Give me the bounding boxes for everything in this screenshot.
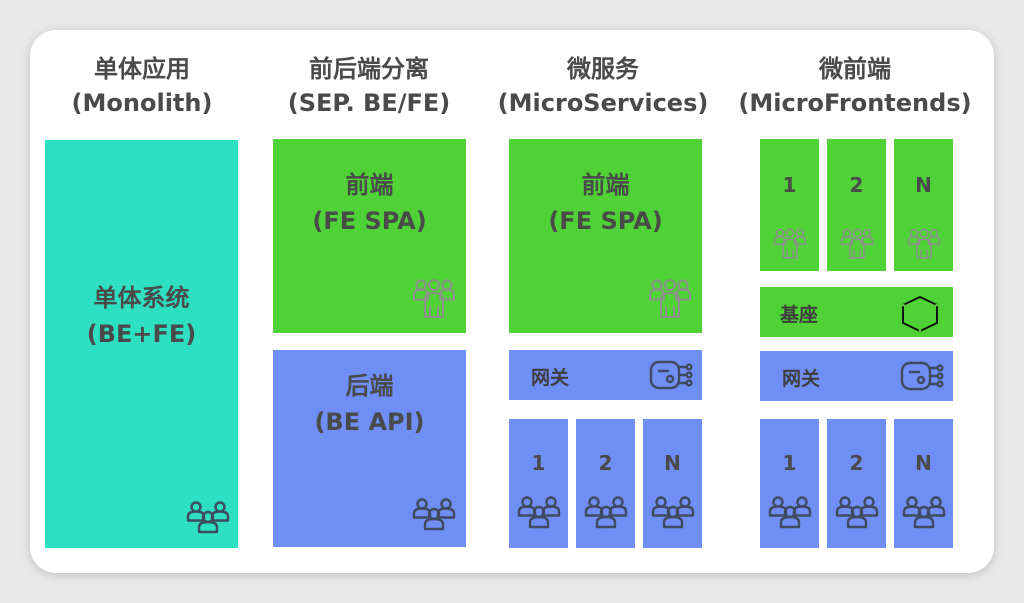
mfe-app-2-label: 2 bbox=[849, 173, 864, 197]
header-mfe-subtitle: (MicroFrontends) bbox=[738, 89, 972, 117]
micro-gateway-bar: 网关 bbox=[509, 350, 702, 400]
monolith-system-subtitle: (BE+FE) bbox=[86, 320, 197, 348]
team-icon bbox=[902, 496, 946, 529]
mfe-service-n: N bbox=[894, 419, 953, 548]
team-icon bbox=[413, 279, 455, 318]
header-micro-title: 微服务 bbox=[567, 55, 639, 83]
header-sep-subtitle: (SEP. BE/FE) bbox=[287, 89, 451, 117]
team-icon bbox=[907, 228, 941, 259]
micro-service-n: N bbox=[643, 419, 702, 548]
sep-frontend-subtitle: (FE SPA) bbox=[312, 207, 427, 235]
team-icon bbox=[517, 496, 561, 529]
team-icon bbox=[584, 496, 628, 529]
cube-icon bbox=[901, 296, 939, 333]
header-mfe-title: 微前端 bbox=[819, 55, 891, 83]
header-micro-subtitle: (MicroServices) bbox=[497, 89, 709, 117]
header-monolith-title: 单体应用 bbox=[94, 55, 190, 83]
micro-service-2-label: 2 bbox=[598, 451, 613, 475]
team-icon bbox=[768, 496, 812, 529]
team-icon bbox=[773, 228, 807, 259]
sep-frontend-label: 前端 (FE SPA) bbox=[273, 167, 466, 239]
mfe-service-1-label: 1 bbox=[782, 451, 797, 475]
micro-frontend-label: 前端 (FE SPA) bbox=[509, 167, 702, 239]
mfe-service-1: 1 bbox=[760, 419, 819, 548]
header-monolith: 单体应用 (Monolith) bbox=[32, 52, 252, 120]
sep-frontend-box: 前端 (FE SPA) bbox=[273, 139, 466, 333]
monolith-system-label: 单体系统 (BE+FE) bbox=[45, 280, 238, 352]
mfe-gateway-bar: 网关 bbox=[760, 351, 953, 401]
team-icon bbox=[835, 496, 879, 529]
mfe-app-1: 1 bbox=[760, 139, 819, 271]
mfe-base-bar: 基座 bbox=[760, 287, 953, 337]
header-monolith-subtitle: (Monolith) bbox=[71, 89, 213, 117]
team-icon bbox=[649, 279, 691, 318]
sep-backend-box: 后端 (BE API) bbox=[273, 350, 466, 547]
gateway-icon bbox=[900, 361, 944, 391]
mfe-app-n-label: N bbox=[915, 173, 932, 197]
monolith-system-box: 单体系统 (BE+FE) bbox=[45, 140, 238, 548]
sep-backend-subtitle: (BE API) bbox=[314, 408, 425, 436]
header-micro: 微服务 (MicroServices) bbox=[493, 52, 713, 120]
header-sep: 前后端分离 (SEP. BE/FE) bbox=[259, 52, 479, 120]
sep-frontend-title: 前端 bbox=[345, 171, 394, 199]
micro-service-2: 2 bbox=[576, 419, 635, 548]
micro-service-n-label: N bbox=[664, 451, 681, 475]
micro-frontend-box: 前端 (FE SPA) bbox=[509, 139, 702, 333]
mfe-gateway-label: 网关 bbox=[782, 368, 821, 390]
mfe-service-n-label: N bbox=[915, 451, 932, 475]
header-mfe: 微前端 (MicroFrontends) bbox=[735, 52, 975, 120]
header-sep-title: 前后端分离 bbox=[309, 55, 429, 83]
gateway-icon bbox=[649, 360, 693, 390]
team-icon bbox=[186, 501, 230, 534]
mfe-app-1-label: 1 bbox=[782, 173, 797, 197]
mfe-service-2-label: 2 bbox=[849, 451, 864, 475]
sep-backend-title: 后端 bbox=[345, 372, 394, 400]
sep-backend-label: 后端 (BE API) bbox=[273, 368, 466, 440]
micro-frontend-title: 前端 bbox=[581, 171, 630, 199]
team-icon bbox=[651, 496, 695, 529]
monolith-system-title: 单体系统 bbox=[93, 284, 190, 312]
micro-gateway-label: 网关 bbox=[531, 367, 570, 389]
micro-frontend-subtitle: (FE SPA) bbox=[548, 207, 663, 235]
mfe-app-n: N bbox=[894, 139, 953, 271]
mfe-app-2: 2 bbox=[827, 139, 886, 271]
micro-service-1-label: 1 bbox=[531, 451, 546, 475]
mfe-base-label: 基座 bbox=[780, 304, 819, 326]
micro-service-1: 1 bbox=[509, 419, 568, 548]
mfe-service-2: 2 bbox=[827, 419, 886, 548]
team-icon bbox=[412, 498, 456, 531]
team-icon bbox=[840, 228, 874, 259]
